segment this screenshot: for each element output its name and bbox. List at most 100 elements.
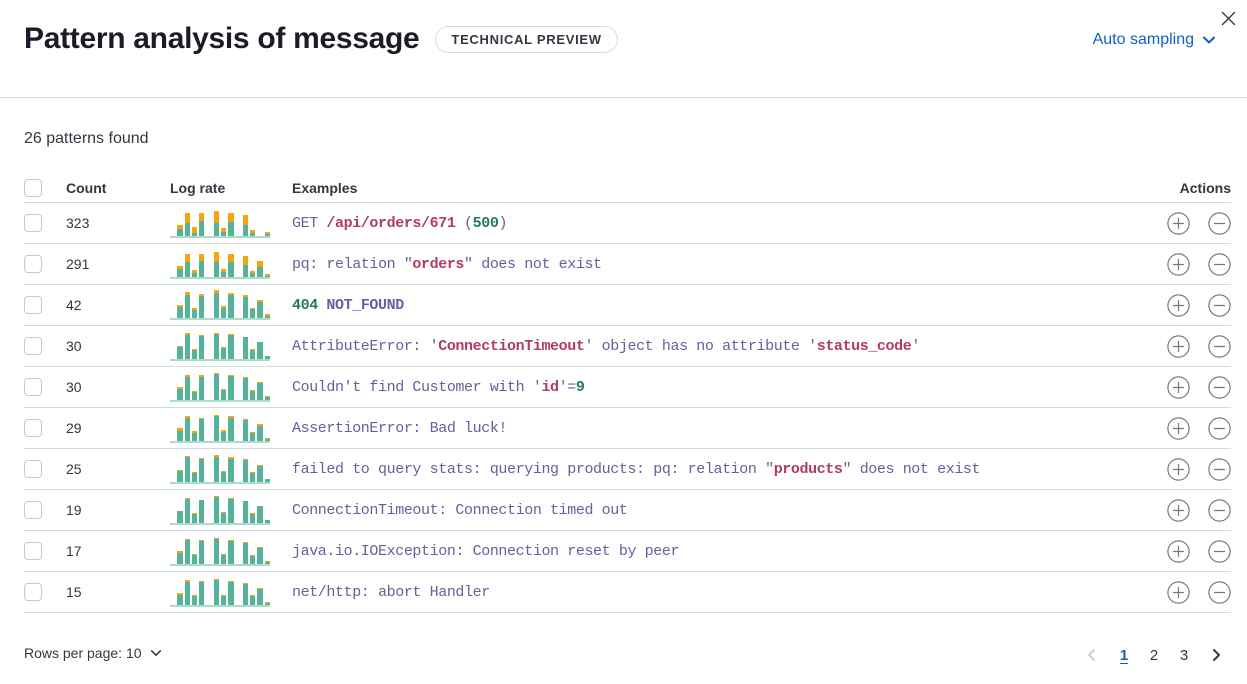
spark-bar [264, 396, 270, 402]
spark-bar [242, 256, 249, 279]
spark-bar [220, 268, 227, 279]
spark-bar [242, 336, 249, 361]
row-count: 291 [66, 256, 90, 272]
row-checkbox[interactable] [24, 378, 42, 396]
page-number-button[interactable]: 1 [1113, 643, 1135, 667]
row-checkbox[interactable] [24, 214, 42, 232]
spark-bar [257, 424, 263, 443]
flyout-header: Pattern analysis of message TECHNICAL PR… [24, 22, 618, 56]
sampling-dropdown[interactable]: Auto sampling [1093, 31, 1217, 49]
filter-out-pattern-button[interactable] [1208, 293, 1231, 317]
table-row: 17 java.io.IOException: Connection reset… [24, 531, 1231, 572]
plus-in-circle-icon [1167, 416, 1190, 440]
filter-out-pattern-button[interactable] [1208, 498, 1231, 522]
row-checkbox[interactable] [24, 296, 42, 314]
filter-out-pattern-button[interactable] [1208, 252, 1231, 276]
example-text: failed to query stats: querying products… [292, 461, 981, 478]
log-rate-sparkline [170, 533, 270, 566]
next-page-button[interactable] [1205, 644, 1227, 666]
previous-page-button[interactable] [1081, 644, 1103, 666]
log-rate-sparkline [170, 287, 270, 320]
example-token: 9 [575, 379, 585, 396]
spark-bar [199, 294, 205, 320]
filter-for-pattern-button[interactable] [1167, 457, 1190, 481]
example-text: ConnectionTimeout: Connection timed out [292, 502, 628, 519]
spark-bar [184, 580, 190, 607]
plus-in-circle-icon [1167, 334, 1190, 358]
spark-baseline [170, 400, 270, 402]
example-text: Couldn't find Customer with 'id'=9 [292, 379, 585, 396]
spark-bar [213, 455, 219, 484]
row-checkbox[interactable] [24, 501, 42, 519]
filter-out-pattern-button[interactable] [1208, 334, 1231, 358]
example-text: AttributeError: 'ConnectionTimeout' obje… [292, 338, 920, 355]
spark-bar [199, 375, 205, 402]
filter-for-pattern-button[interactable] [1167, 416, 1190, 440]
example-token: AssertionError: Bad luck! [292, 420, 508, 437]
chevron-down-icon [149, 646, 163, 660]
filter-out-pattern-button[interactable] [1208, 211, 1231, 235]
spark-bar [264, 355, 270, 361]
row-checkbox[interactable] [24, 419, 42, 437]
row-checkbox[interactable] [24, 255, 42, 273]
spark-bar [220, 430, 227, 443]
row-checkbox[interactable] [24, 542, 42, 560]
spark-bar [199, 335, 205, 361]
filter-for-pattern-button[interactable] [1167, 498, 1190, 522]
spark-bar [220, 389, 227, 402]
spark-baseline [170, 277, 270, 279]
row-count: 29 [66, 420, 82, 436]
row-count: 30 [66, 338, 82, 354]
page-number-button[interactable]: 3 [1173, 643, 1195, 667]
close-button[interactable] [1215, 5, 1241, 31]
spark-bar [191, 595, 198, 607]
filter-for-pattern-button[interactable] [1167, 334, 1190, 358]
row-checkbox[interactable] [24, 583, 42, 601]
table-row: 15 net/http: abort Handler [24, 572, 1231, 613]
rows-per-page-label: Rows per page: 10 [24, 645, 142, 661]
filter-for-pattern-button[interactable] [1167, 539, 1190, 563]
spark-bar [228, 539, 234, 566]
log-rate-sparkline [170, 574, 270, 607]
row-checkbox[interactable] [24, 337, 42, 355]
spark-bar [177, 469, 183, 484]
spark-bar [257, 587, 263, 607]
page-number-button[interactable]: 2 [1143, 643, 1165, 667]
sampling-dropdown-label: Auto sampling [1092, 31, 1194, 48]
log-rate-sparkline [170, 205, 270, 238]
column-header-log-rate: Log rate [170, 180, 226, 196]
filter-for-pattern-button[interactable] [1167, 580, 1190, 604]
minus-in-circle-icon [1208, 211, 1231, 235]
example-text: GET /api/orders/671 (500) [292, 215, 507, 232]
filter-out-pattern-button[interactable] [1208, 457, 1231, 481]
example-token: java.io.IOException: Connection reset by… [292, 543, 680, 560]
row-checkbox[interactable] [24, 460, 42, 478]
row-count: 19 [66, 502, 82, 518]
filter-out-pattern-button[interactable] [1208, 375, 1231, 399]
spark-bar [213, 537, 219, 566]
spark-bar [177, 304, 183, 320]
filter-out-pattern-button[interactable] [1208, 580, 1231, 604]
spark-bar [213, 252, 219, 279]
spark-bar [228, 580, 234, 607]
plus-in-circle-icon [1167, 498, 1190, 522]
rows-per-page-dropdown[interactable]: Rows per page: 10 [24, 645, 163, 661]
filter-out-pattern-button[interactable] [1208, 416, 1231, 440]
filter-out-pattern-button[interactable] [1208, 539, 1231, 563]
spark-bar [257, 341, 263, 361]
spark-bar [257, 261, 263, 279]
spark-bar [228, 498, 234, 525]
page-title: Pattern analysis of message [24, 22, 420, 55]
spark-bar [242, 377, 249, 402]
filter-for-pattern-button[interactable] [1167, 293, 1190, 317]
spark-bar [250, 307, 256, 320]
filter-for-pattern-button[interactable] [1167, 211, 1190, 235]
example-token: GET [292, 215, 327, 232]
filter-for-pattern-button[interactable] [1167, 252, 1190, 276]
spark-bar [242, 541, 249, 566]
filter-for-pattern-button[interactable] [1167, 375, 1190, 399]
example-token: pq: relation " [292, 256, 413, 273]
select-all-checkbox[interactable] [24, 179, 42, 197]
plus-in-circle-icon [1167, 457, 1190, 481]
